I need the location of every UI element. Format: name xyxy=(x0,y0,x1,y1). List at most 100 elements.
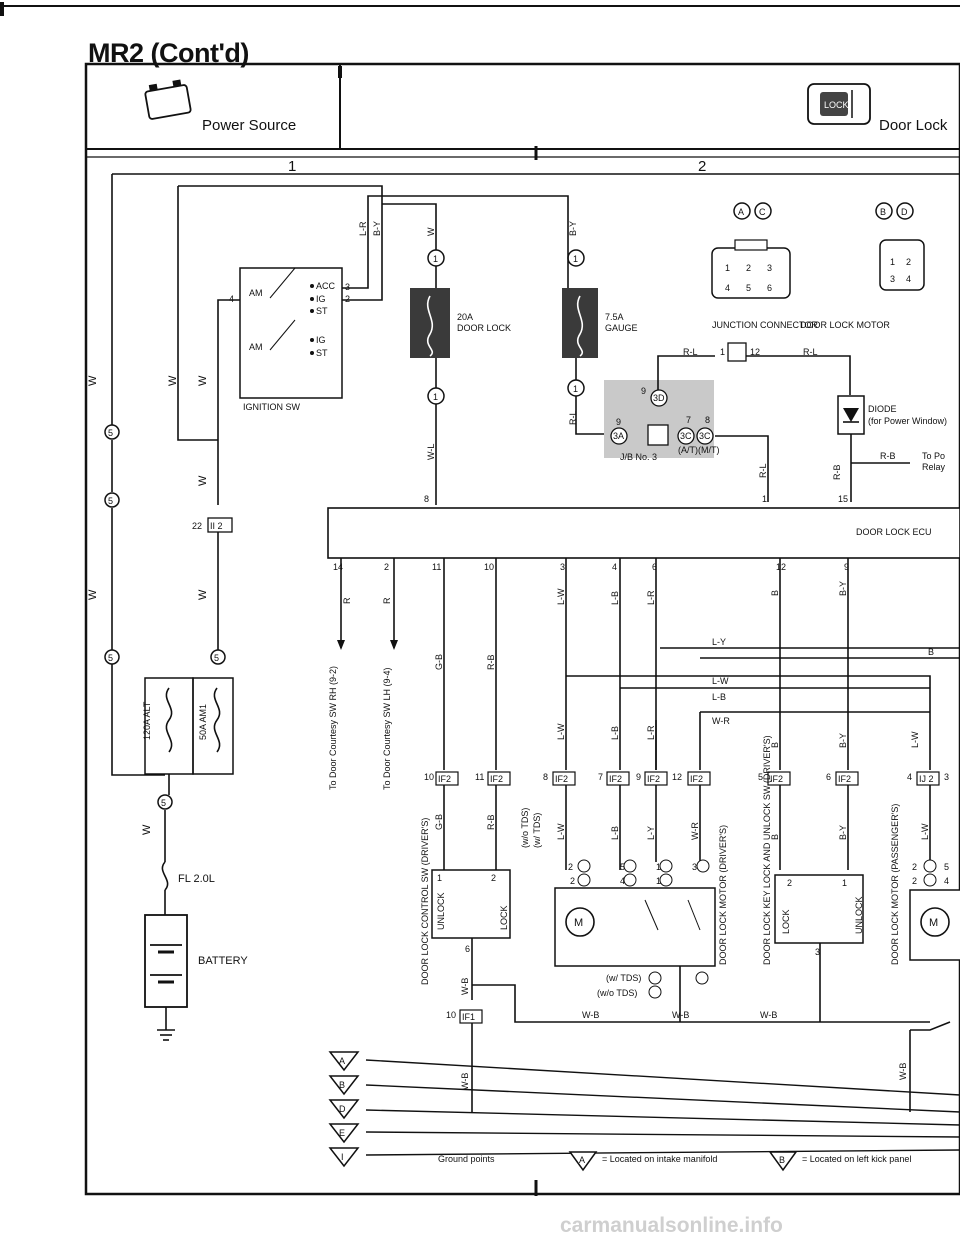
svg-text:12: 12 xyxy=(672,772,682,782)
connector-if2-row-right: 8 IF2 7 IF2 9 IF2 12 IF2 5 IF2 6 IF2 4 I… xyxy=(543,771,949,786)
wire-label-r-l-1: R-L xyxy=(568,410,578,425)
svg-text:7: 7 xyxy=(598,772,603,782)
ignition-switch-label: IGNITION SW xyxy=(243,402,301,412)
connector-5-a: 5 xyxy=(108,428,113,438)
column-1-label: 1 xyxy=(288,158,296,175)
svg-text:11: 11 xyxy=(432,562,441,572)
svg-text:15: 15 xyxy=(838,494,848,504)
svg-text:8: 8 xyxy=(705,415,710,425)
wire-label-l-w-1: L-W xyxy=(556,588,566,605)
svg-text:3: 3 xyxy=(692,862,697,872)
wire-label-w-1: W xyxy=(87,375,99,386)
fuse-gauge-name: GAUGE xyxy=(605,323,638,333)
wire-label-w-b-1: W-B xyxy=(460,978,470,995)
wire-label-w-3: W xyxy=(141,824,153,835)
ignition-pin-4: 4 xyxy=(229,294,234,304)
svg-text:4: 4 xyxy=(620,876,625,886)
connector-if1: IF1 xyxy=(462,1012,475,1022)
svg-text:12: 12 xyxy=(750,347,760,357)
svg-text:10: 10 xyxy=(446,1010,456,1020)
svg-text:1: 1 xyxy=(725,263,730,273)
key-lock-switch-label: DOOR LOCK KEY LOCK AND UNLOCK SW (DRIVER… xyxy=(762,735,772,965)
connector-if2-row: 10 IF2 11 IF2 xyxy=(424,771,511,786)
svg-text:3: 3 xyxy=(890,274,895,284)
ground-point-e: E xyxy=(339,1128,345,1138)
tds-wo-bottom: (w/o TDS) xyxy=(597,988,637,998)
connector-ij2: IJ 2 xyxy=(919,774,934,784)
svg-text:A: A xyxy=(579,1155,585,1165)
door-lock-control-sw-label: DOOR LOCK CONTROL SW (DRIVER'S) xyxy=(420,818,430,985)
svg-text:IF2: IF2 xyxy=(555,774,568,784)
svg-text:7: 7 xyxy=(686,415,691,425)
fuse-120a-alt: 120A ALT xyxy=(142,701,152,740)
door-lock-ecu xyxy=(327,507,960,559)
wire-label-w-7: W xyxy=(167,375,179,386)
term-am2: AM xyxy=(249,342,263,352)
svg-text:4: 4 xyxy=(612,562,617,572)
wire-label-r-l-3: R-L xyxy=(683,347,698,357)
svg-text:3: 3 xyxy=(815,947,820,957)
wire-label-l-w-2: L-W xyxy=(712,676,729,686)
motor-side-b: B xyxy=(880,207,886,217)
battery-label: BATTERY xyxy=(198,955,248,967)
svg-text:IF2: IF2 xyxy=(609,774,622,784)
svg-text:2: 2 xyxy=(384,562,389,572)
wire-label-w-b-2: W-B xyxy=(460,1073,470,1090)
svg-text:4: 4 xyxy=(725,283,730,293)
svg-text:3D: 3D xyxy=(653,393,665,403)
svg-text:8: 8 xyxy=(424,494,429,504)
svg-text:LOCK: LOCK xyxy=(824,100,849,110)
site-watermark: carmanualsonline.info xyxy=(560,1214,783,1237)
svg-text:1: 1 xyxy=(842,878,847,888)
wire-label-l-w-3: L-W xyxy=(556,723,566,740)
svg-text:2: 2 xyxy=(787,878,792,888)
svg-text:IF2: IF2 xyxy=(770,774,783,784)
ground-note-a: = Located on intake manifold xyxy=(602,1154,717,1164)
fuse-gauge-out: 1 xyxy=(573,384,578,394)
wire-label-w-4: W xyxy=(426,227,436,236)
svg-text:9: 9 xyxy=(616,417,621,427)
wire-label-w-b-6: W-B xyxy=(898,1063,908,1080)
junction-side-c: C xyxy=(759,207,766,217)
ignition-pin-3: 3 xyxy=(345,282,350,292)
svg-text:4: 4 xyxy=(944,876,949,886)
svg-text:9: 9 xyxy=(641,386,646,396)
power-source-heading: Power Source xyxy=(202,117,296,134)
svg-text:5: 5 xyxy=(620,862,625,872)
svg-text:2: 2 xyxy=(568,862,573,872)
key-sw-unlock: UNLOCK xyxy=(854,896,864,934)
wire-label-l-y-2: L-Y xyxy=(646,826,656,840)
connector-ii2: II 2 xyxy=(210,521,223,531)
motor-side-d: D xyxy=(901,207,908,217)
wire-label-l-r-3: L-R xyxy=(646,725,656,740)
wire-label-l-r: L-R xyxy=(358,221,368,236)
fuse-door-lock-out: 1 xyxy=(433,392,438,402)
tds-wo-label: (w/o TDS) xyxy=(520,808,530,848)
tds-w-label: (w/ TDS) xyxy=(532,813,542,848)
door-lock-motor-passenger-label: DOOR LOCK MOTOR (PASSENGER'S) xyxy=(890,804,900,965)
svg-text:3C: 3C xyxy=(680,431,692,441)
svg-text:5: 5 xyxy=(758,772,763,782)
term-ig1: IG xyxy=(316,294,326,304)
ground-point-d: D xyxy=(339,1104,346,1114)
svg-text:9: 9 xyxy=(636,772,641,782)
wire-label-w-b-5: W-B xyxy=(760,1010,777,1020)
ground-note-b: = Located on left kick panel xyxy=(802,1154,911,1164)
fuse-door-lock-rating: 20A xyxy=(457,312,473,322)
door-lock-ecu-label: DOOR LOCK ECU xyxy=(856,527,932,537)
junction-block-label: J/B No. 3 xyxy=(620,452,657,462)
svg-text:1: 1 xyxy=(762,494,767,504)
connector-5-d: 5 xyxy=(161,798,166,808)
wire-label-l-r-2: L-R xyxy=(646,590,656,605)
ignition-pin-2: 2 xyxy=(345,294,350,304)
wire-label-b-y-1: B-Y xyxy=(372,221,382,236)
svg-text:B: B xyxy=(779,1155,785,1165)
svg-text:1: 1 xyxy=(720,347,725,357)
term-am1: AM xyxy=(249,288,263,298)
svg-text:11: 11 xyxy=(475,772,484,782)
door-lock-motor-label: DOOR LOCK MOTOR xyxy=(800,320,890,330)
svg-text:6: 6 xyxy=(826,772,831,782)
